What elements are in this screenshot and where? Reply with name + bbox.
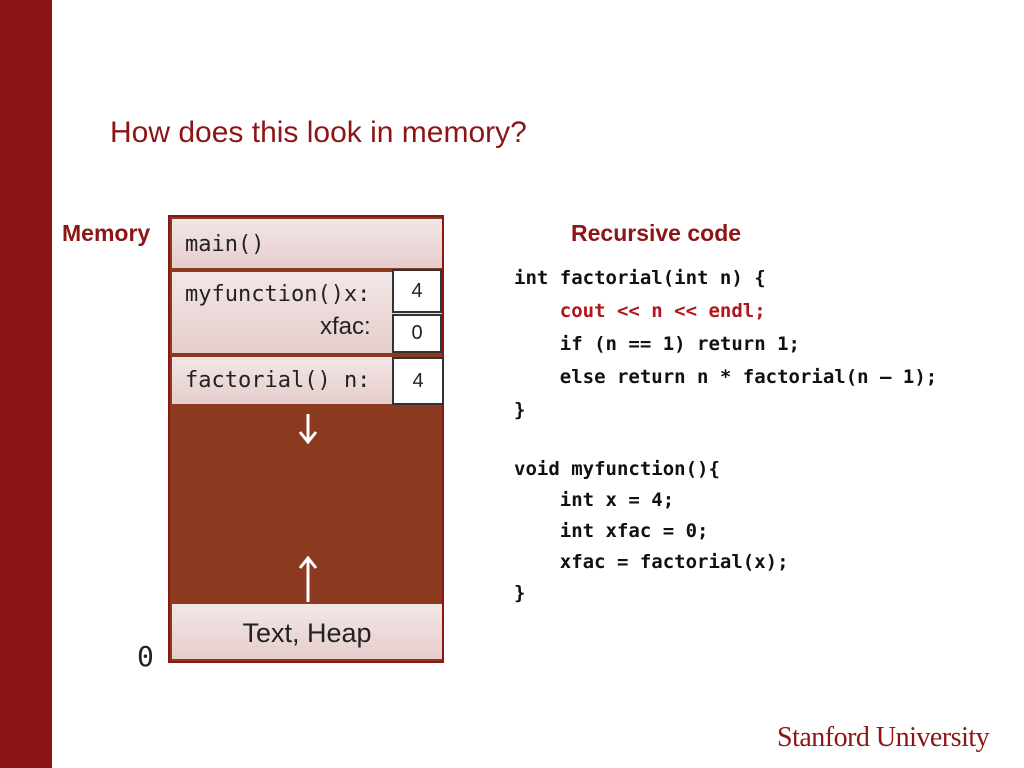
memory-label: Memory xyxy=(62,220,151,246)
code-line-highlighted: cout << n << endl; xyxy=(514,300,766,322)
frame-label-myfunction: myfunction()x: xyxy=(185,282,371,307)
frame-label-main: main() xyxy=(185,232,265,257)
sidebar-bar xyxy=(0,0,52,768)
frame-label-factorial: factorial() n: xyxy=(185,368,371,393)
code-line: } xyxy=(514,582,526,604)
arrow-down-icon xyxy=(298,414,318,445)
value-cell-x: 4 xyxy=(392,269,442,313)
code-line: else return n * factorial(n – 1); xyxy=(514,366,938,388)
code-line: int xfac = 0; xyxy=(514,520,709,542)
heap-label: Text, Heap xyxy=(242,618,372,648)
code-line: xfac = factorial(x); xyxy=(514,551,789,573)
heap-segment: Text, Heap xyxy=(172,604,442,659)
slide-title: How does this look in memory? xyxy=(110,116,527,149)
code-line: } xyxy=(514,399,526,421)
code-block-myfunction: void myfunction(){ int x = 4; int xfac =… xyxy=(514,454,789,609)
variable-label-xfac: xfac: xyxy=(320,313,371,340)
bottom-address: 0 xyxy=(137,640,154,673)
code-label: Recursive code xyxy=(571,220,742,246)
value-cell-xfac: 0 xyxy=(392,314,442,353)
code-block-factorial: int factorial(int n) { cout << n << endl… xyxy=(514,262,937,427)
code-line: if (n == 1) return 1; xyxy=(514,333,800,355)
stanford-logo: Stanford University xyxy=(777,722,990,753)
code-line: int x = 4; xyxy=(514,489,675,511)
memory-diagram: main() myfunction()x: xfac: 4 0 factoria… xyxy=(168,215,444,663)
value-cell-n: 4 xyxy=(392,357,444,405)
code-line: void myfunction(){ xyxy=(514,458,720,480)
arrow-up-icon xyxy=(298,555,318,602)
code-line: int factorial(int n) { xyxy=(514,267,766,289)
stack-frame-main: main() xyxy=(172,219,442,268)
